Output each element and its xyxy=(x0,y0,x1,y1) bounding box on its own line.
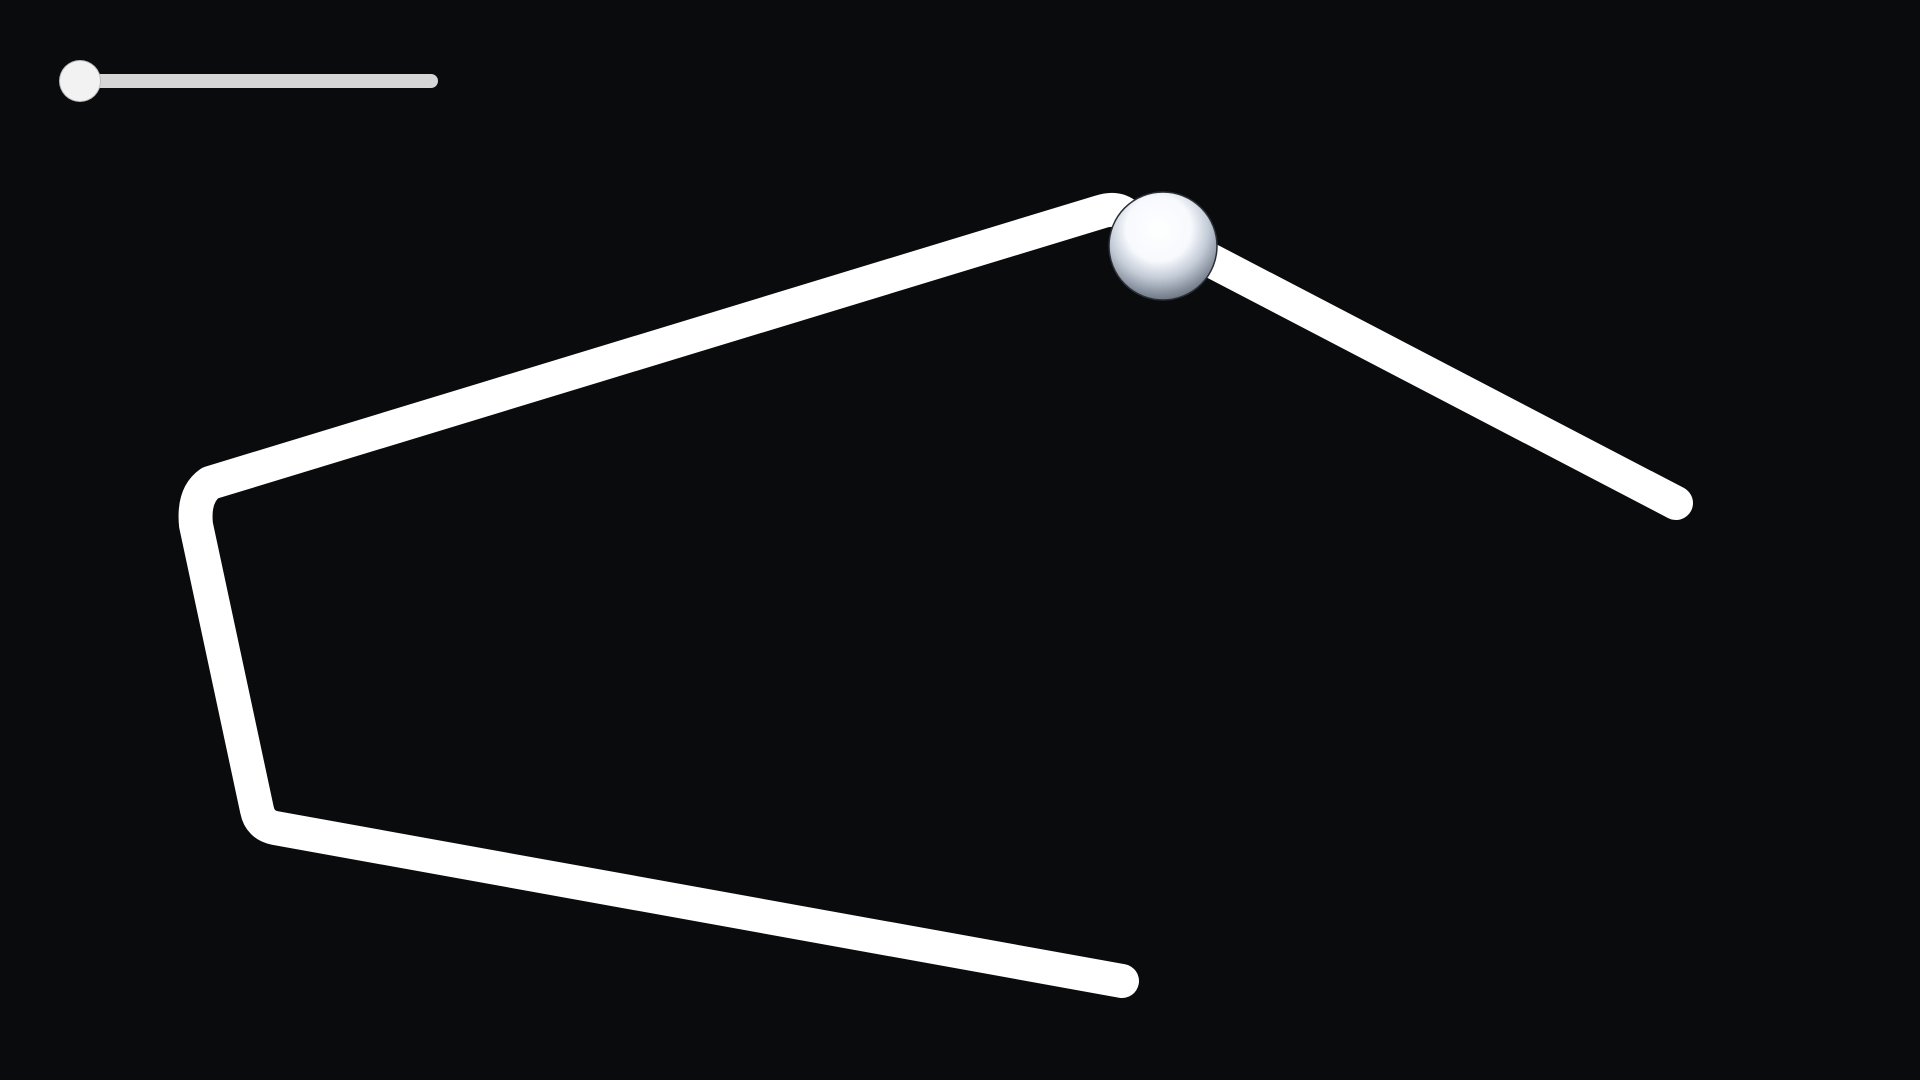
slider-thumb[interactable] xyxy=(60,61,100,101)
track-path xyxy=(178,192,1693,998)
ball-sphere-icon xyxy=(1108,191,1218,301)
slider-track[interactable] xyxy=(80,74,438,88)
progress-slider[interactable] xyxy=(60,61,438,101)
